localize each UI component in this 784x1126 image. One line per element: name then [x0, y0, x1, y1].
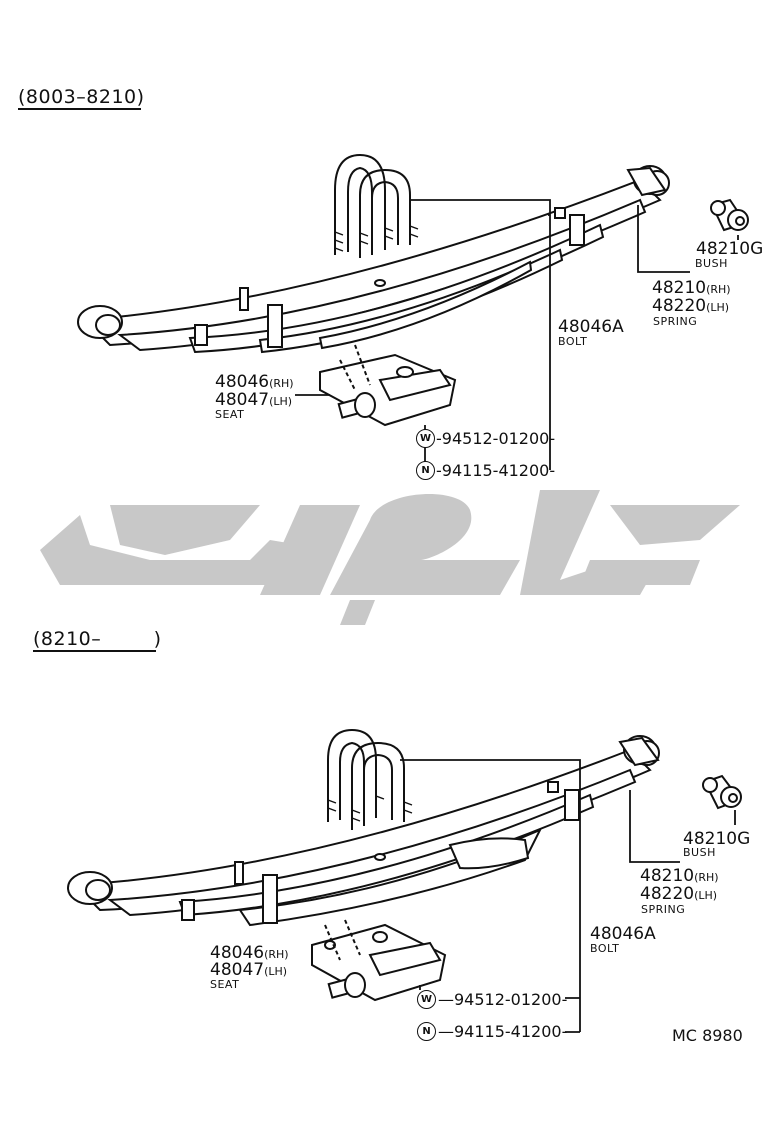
section-1-header: (8003–8210) — [18, 86, 145, 108]
watermark-logo — [40, 490, 740, 625]
bolt-number: 48046A — [590, 924, 656, 944]
spring-seat-1 — [319, 344, 457, 427]
diagram-reference-code: MC 8980 — [672, 1026, 743, 1045]
washer-symbol: W — [417, 990, 436, 1009]
section-2-header-underline — [33, 650, 156, 652]
bush-number: 48210G — [696, 239, 764, 259]
washer-code: -94512-01200- — [436, 429, 556, 448]
spring-number-rh: 48210(RH) — [652, 278, 731, 298]
spring-seat-2 — [311, 919, 447, 1002]
bush-2 — [702, 774, 742, 810]
bush-1 — [710, 198, 749, 232]
leader-lines-2 — [400, 759, 736, 1033]
bush-label: BUSH — [695, 257, 728, 270]
u-bolts-1 — [334, 153, 419, 258]
seat-label: SEAT — [215, 408, 245, 421]
seat-number-lh: 48047(LH) — [215, 390, 293, 410]
washer-code: —94512-01200- — [438, 990, 568, 1009]
seat-number-rh: 48046(RH) — [215, 372, 294, 392]
spring-label: SPRING — [653, 315, 698, 328]
seat-number-lh: 48047(LH) — [210, 960, 288, 980]
nut-symbol: N — [416, 461, 435, 480]
leaf-spring-1 — [77, 165, 670, 354]
spring-number-lh: 48220(LH) — [652, 296, 730, 316]
bolt-number: 48046A — [558, 317, 624, 337]
nut-code: -94115-41200- — [436, 461, 556, 480]
u-bolts-2 — [327, 728, 413, 830]
nut-code: —94115-41200- — [438, 1022, 568, 1041]
bolt-label: BOLT — [558, 335, 588, 348]
spring-number-lh: 48220(LH) — [640, 884, 718, 904]
washer-symbol: W — [416, 429, 435, 448]
bush-label: BUSH — [683, 846, 716, 859]
bolt-label: BOLT — [590, 942, 620, 955]
leaf-spring-2 — [67, 735, 660, 927]
section-2-header: (8210– ) — [33, 628, 162, 650]
nut-symbol: N — [417, 1022, 436, 1041]
seat-number-rh: 48046(RH) — [210, 943, 289, 963]
bush-number: 48210G — [683, 829, 751, 849]
spring-number-rh: 48210(RH) — [640, 866, 719, 886]
spring-label: SPRING — [641, 903, 686, 916]
seat-label: SEAT — [210, 978, 240, 991]
section-1-header-underline — [18, 108, 141, 110]
